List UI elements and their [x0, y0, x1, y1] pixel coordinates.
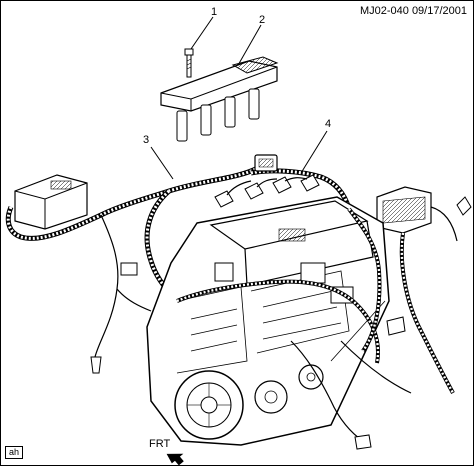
callout-1: 1	[190, 6, 217, 50]
ignition-coil-module-icon	[160, 56, 279, 142]
front-direction-indicator: FRT	[149, 438, 184, 465]
engine-harness	[176, 207, 412, 450]
callout-1-number: 1	[211, 6, 217, 18]
bolt-icon	[184, 48, 194, 78]
front-direction-label: FRT	[149, 438, 170, 450]
corner-tag: ah	[5, 446, 24, 459]
relay-block	[376, 186, 472, 394]
reference-code: MJ02-040 09/17/2001	[359, 5, 467, 17]
harness-connector-box	[14, 174, 88, 230]
callout-2-number: 2	[259, 14, 265, 26]
callout-4-number: 4	[325, 118, 331, 130]
callout-3: 3	[143, 134, 174, 180]
engine-block	[146, 196, 390, 446]
callout-3-number: 3	[143, 134, 149, 146]
injector-harness	[214, 154, 352, 210]
arrow-icon	[166, 453, 184, 465]
callout-2: 2	[236, 14, 265, 68]
callout-4: 4	[300, 118, 331, 174]
